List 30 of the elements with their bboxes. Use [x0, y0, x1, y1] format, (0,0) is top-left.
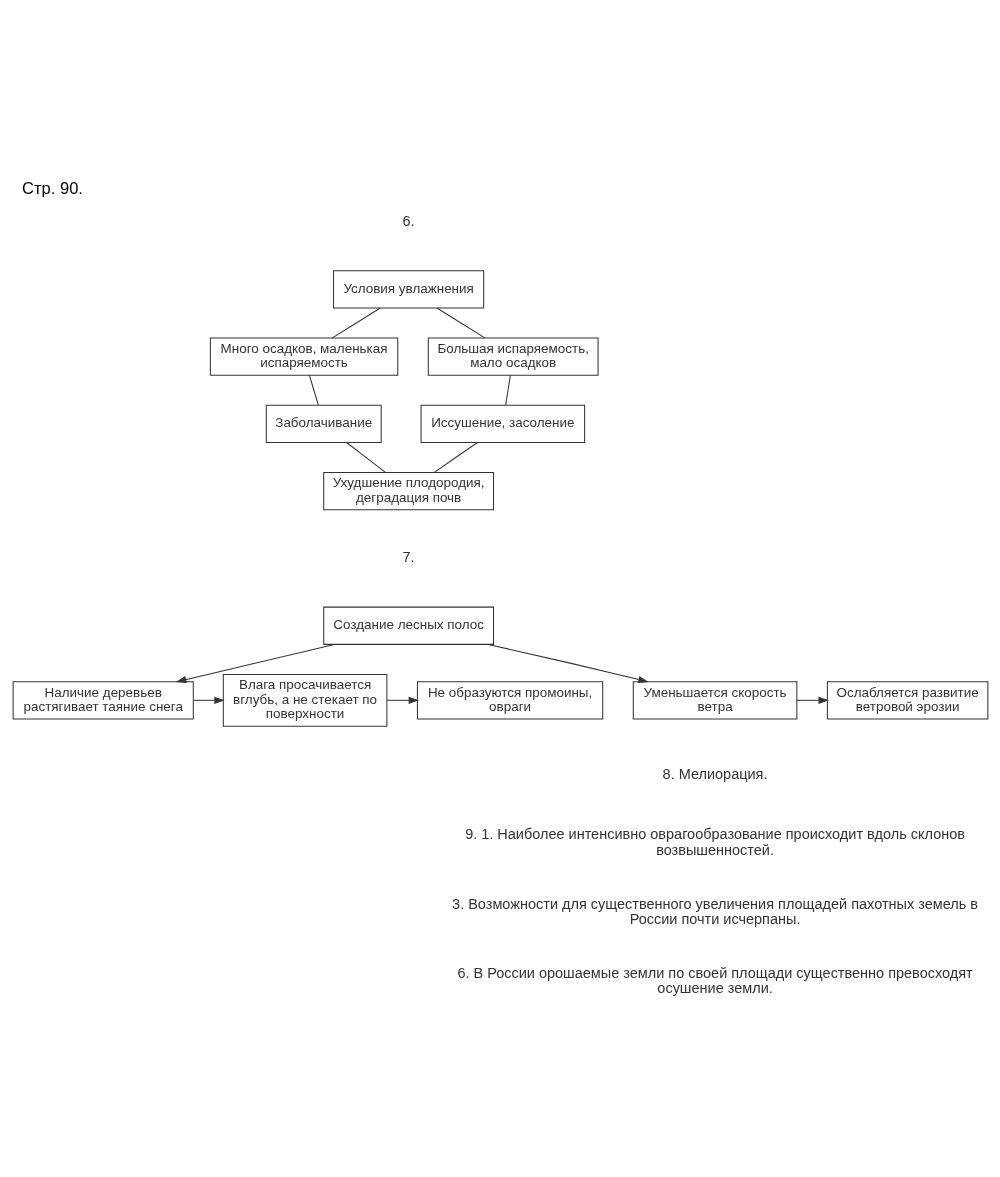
arrow — [192, 696, 225, 704]
connector — [504, 374, 511, 406]
arrow — [386, 696, 419, 704]
node-box: Не образуются промоины, овраги — [416, 680, 603, 719]
connector — [331, 306, 381, 338]
node-box: Условия увлажнения — [332, 269, 484, 308]
node-box: Большая испаряемость, мало осадков — [427, 336, 599, 376]
arrow — [175, 643, 335, 683]
label: 9. 1. Наиболее интенсивно оврагообразование происходит вдоль склонов возвышенностей. — [464, 825, 965, 858]
diagram-title: Стр. 90. — [21, 178, 83, 198]
node-box: Заболачивание — [265, 404, 382, 443]
label: 6. В России орошаемые земли по своей площади существенно превосходят осушение земли. — [456, 964, 973, 996]
label: 6. — [402, 212, 415, 229]
node-box: Иссушение, засоление — [420, 404, 585, 443]
node-box: Уменьшается скорость ветра — [632, 680, 797, 719]
connector — [435, 306, 485, 338]
connector — [433, 441, 478, 473]
connector — [345, 441, 386, 473]
connector — [308, 374, 319, 406]
arrow — [796, 696, 829, 704]
arrow — [487, 643, 649, 683]
label: 8. Мелиорация. — [662, 765, 767, 782]
node-box: Создание лесных полос — [322, 606, 494, 645]
node-box: Ухудшение плодородия, деградация почв — [322, 471, 494, 510]
label: 3. Возможности для существенного увеличения площадей пахотных земель в России почти исчерпаны. — [451, 895, 978, 927]
node-box: Много осадков, маленькая испаряемость — [209, 336, 398, 376]
label: 7. — [402, 548, 415, 565]
node-box: Ослабляется развитие ветровой эрозии — [826, 680, 988, 719]
node-box: Влага просачивается вглубь, а не стекает по поверхности — [222, 673, 387, 727]
node-box: Наличие деревьев растягивает таяние снега — [12, 680, 194, 719]
